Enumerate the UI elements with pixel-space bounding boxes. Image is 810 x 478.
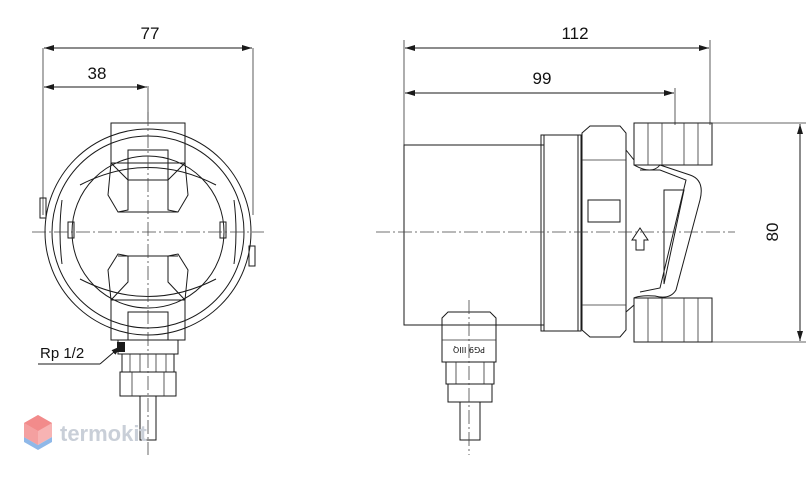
side-view: 112 99 80 — [376, 24, 806, 455]
dim-80: 80 — [712, 122, 806, 343]
logo-text: termokit — [60, 421, 147, 446]
dim-80-label: 80 — [763, 223, 782, 242]
motor-flange — [540, 134, 582, 332]
thread-label: Rp 1/2 — [40, 345, 84, 362]
dim-112-label: 112 — [561, 24, 588, 43]
logo-cube-icon — [24, 415, 52, 450]
dim-112: 112 — [403, 24, 711, 145]
motor-housing — [403, 144, 545, 326]
dim-77-label: 77 — [141, 24, 160, 43]
dim-38-label: 38 — [88, 64, 107, 83]
dim-38: 38 — [44, 64, 149, 120]
dim-99-label: 99 — [533, 69, 552, 88]
dim-77: 77 — [42, 24, 254, 215]
thread-callout: Rp 1/2 — [38, 345, 122, 365]
pump-volute — [625, 122, 713, 343]
termokit-logo: termokit — [24, 415, 147, 450]
union-nut — [581, 125, 627, 338]
flow-arrow-icon — [631, 227, 649, 251]
dim-99: 99 — [405, 69, 676, 125]
front-view: 77 38 — [32, 24, 264, 455]
